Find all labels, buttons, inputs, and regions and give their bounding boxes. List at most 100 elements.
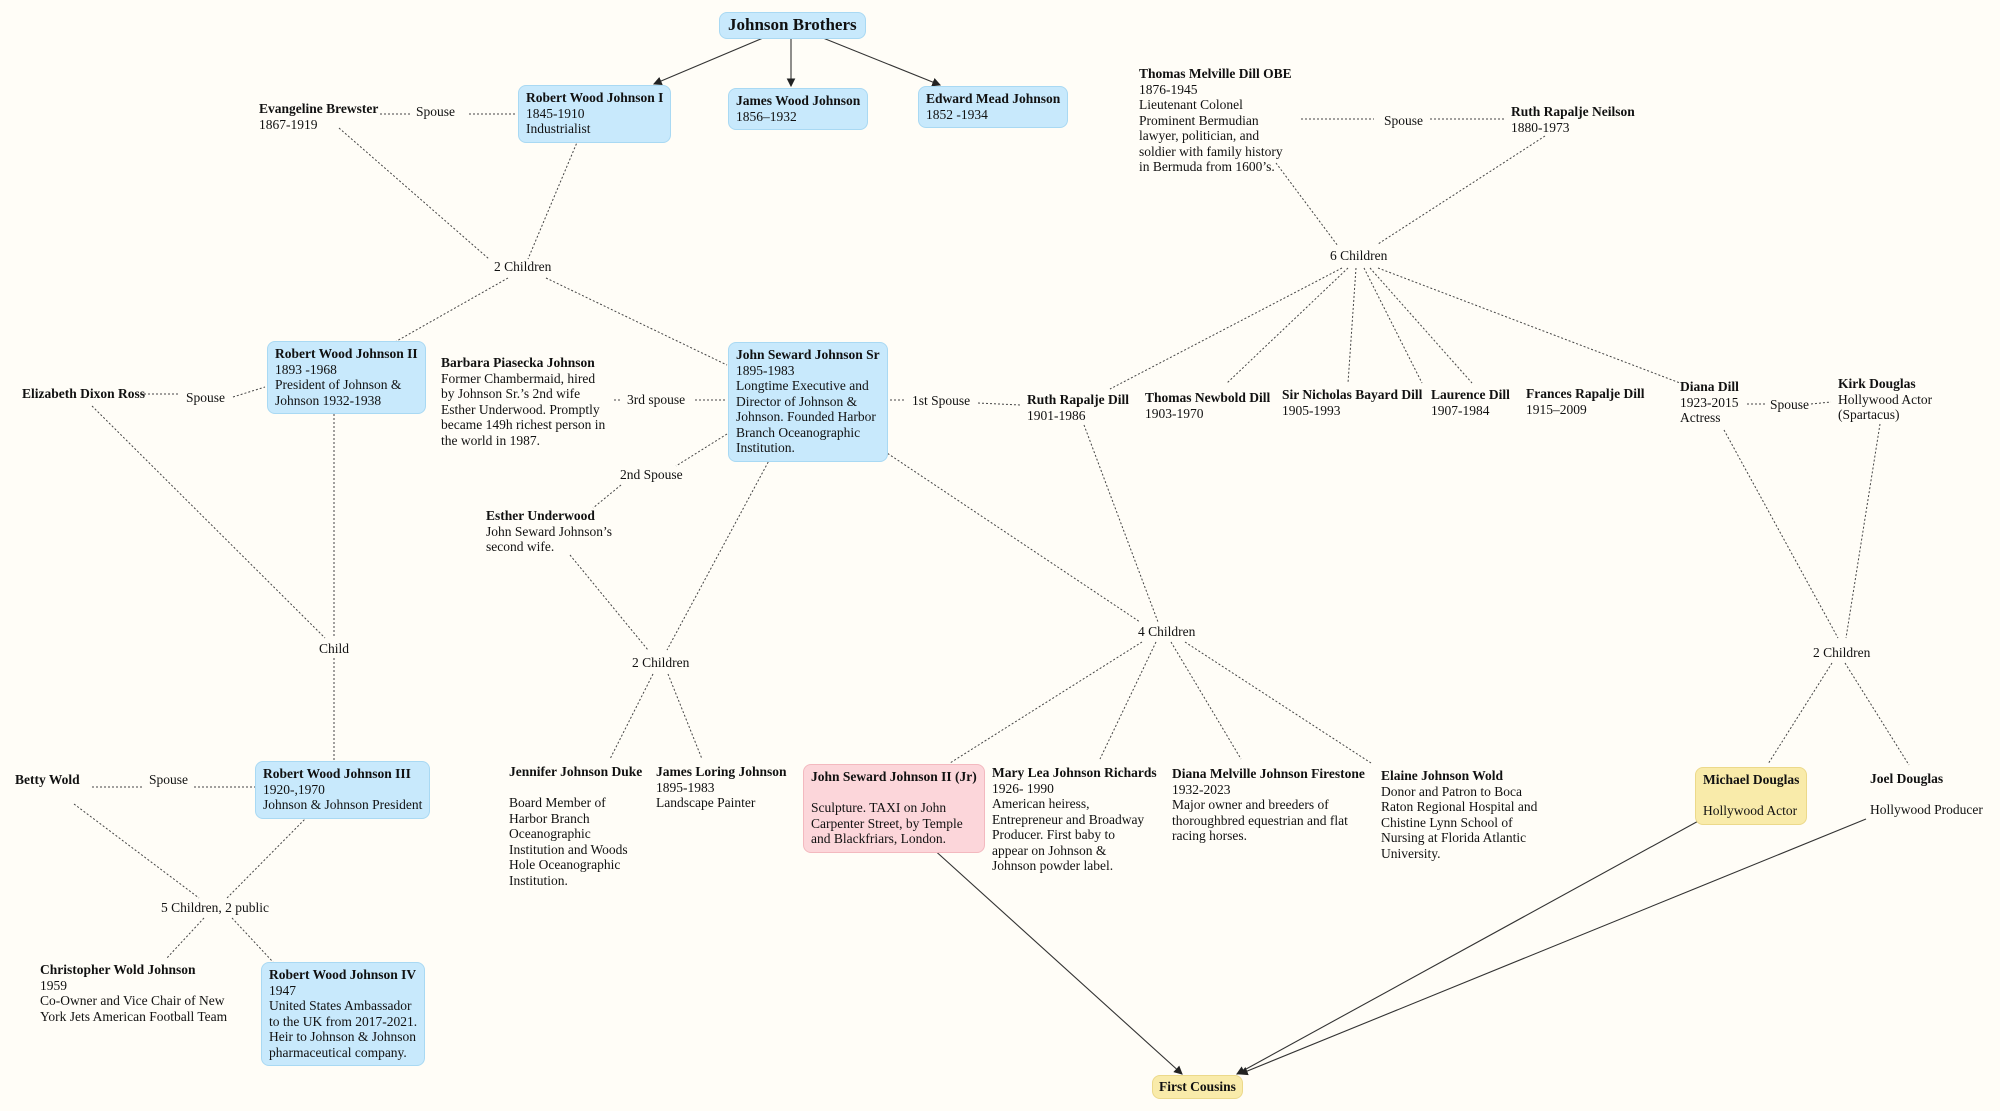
person-detail: by Johnson Sr.’s 2nd wife <box>441 386 581 401</box>
person-detail: Prominent Bermudian <box>1139 112 1259 128</box>
person-name: James Wood Johnson <box>736 93 861 108</box>
person-detail: and Blackfriars, London. <box>811 831 946 846</box>
person-detail: Branch Oceanographic <box>736 424 861 440</box>
relationship-line <box>949 641 1143 764</box>
person-name: Esther Underwood <box>486 508 595 523</box>
relation-label-children-rwj1: 2 Children <box>494 259 552 274</box>
person-detail: Actress <box>1680 410 1721 425</box>
arrow-connector <box>652 37 764 86</box>
person-detail: 1903-1970 <box>1145 405 1204 421</box>
relationship-line <box>977 402 1021 406</box>
relationship-line <box>880 448 1141 623</box>
person-detail: (Spartacus) <box>1838 407 1900 422</box>
person-detail <box>1870 787 1983 803</box>
person-detail: Co-Owner and Vice Chair of New <box>40 993 225 1008</box>
person-name: Christopher Wold Johnson <box>40 962 196 977</box>
person-detail: Hollywood Producer <box>1870 802 1983 817</box>
person-name: Robert Wood Johnson III <box>263 766 411 781</box>
relationship-line <box>91 405 326 639</box>
person-name: Evangeline Brewster <box>259 101 379 116</box>
person-detail: 1926- 1990 <box>992 780 1054 796</box>
person-name: Mary Lea Johnson Richards <box>992 765 1157 780</box>
person-name: Betty Wold <box>15 772 80 787</box>
person-detail: Industrialist <box>526 121 591 136</box>
person-detail: University. <box>1381 845 1441 861</box>
person-detail: second wife. <box>486 539 555 554</box>
relationship-line <box>667 673 703 760</box>
person-detail: 1915–2009 <box>1526 401 1587 417</box>
person-detail <box>811 785 977 801</box>
person-detail: 1895-1983 <box>736 362 795 378</box>
relation-label-children-rwj3: 5 Children, 2 public <box>161 900 269 915</box>
person-detail: 1880-1973 <box>1511 119 1570 135</box>
person-node-cousins[interactable]: First Cousins <box>1152 1075 1243 1099</box>
person-detail: Esther Underwood. Promptly <box>441 401 600 417</box>
person-detail <box>1703 788 1799 804</box>
person-detail: Director of Johnson & <box>736 393 858 409</box>
relationship-line <box>1810 401 1832 405</box>
relationship-line <box>1377 135 1546 245</box>
person-detail: Sculpture. TAXI on John <box>811 800 947 815</box>
relation-label-children-dill: 6 Children <box>1330 248 1388 263</box>
relationship-line <box>232 386 266 398</box>
person-detail: President of Johnson & <box>275 377 402 392</box>
relationship-line <box>666 454 773 651</box>
person-name: Jennifer Johnson Duke <box>509 764 643 779</box>
person-detail: Institution. <box>736 440 795 455</box>
person-detail: 1852 -1934 <box>926 106 988 122</box>
relationship-line <box>592 484 622 509</box>
person-detail: Johnson powder label. <box>992 858 1114 873</box>
person-detail: Donor and Patron to Boca <box>1381 783 1522 799</box>
person-name: John Seward Johnson II (Jr) <box>811 769 977 784</box>
person-detail: Hollywood Actor <box>1838 391 1933 407</box>
person-detail: Institution. <box>509 872 568 888</box>
person-detail: 1932-2023 <box>1172 781 1231 797</box>
person-detail: Institution and Woods <box>509 841 628 857</box>
person-detail: Chistine Lynn School of <box>1381 814 1513 830</box>
person-name: Joel Douglas <box>1870 771 1944 786</box>
person-name: Elizabeth Dixon Ross <box>22 386 146 401</box>
relationship-line <box>231 917 274 963</box>
person-name: Kirk Douglas <box>1838 376 1916 391</box>
relationship-line <box>1170 641 1242 760</box>
arrow-connector <box>930 846 1183 1075</box>
person-detail: 1856–1932 <box>736 108 797 124</box>
relationship-line <box>1723 429 1839 639</box>
person-detail: became 149h richest person in <box>441 417 606 432</box>
person-detail: in Bermuda from 1600’s. <box>1139 159 1275 174</box>
relationship-line <box>165 917 205 960</box>
relationship-line <box>338 127 490 260</box>
person-name: Robert Wood Johnson IV <box>269 967 417 982</box>
arrow-connector <box>1238 818 1867 1076</box>
person-detail: 1947 <box>269 982 296 998</box>
person-name: Diana Melville Johnson Firestone <box>1172 766 1365 781</box>
relation-label-children-douglas: 2 Children <box>1813 645 1871 660</box>
johnson-brothers-title[interactable]: Johnson Brothers <box>719 12 866 39</box>
person-name: Elaine Johnson Wold <box>1381 768 1504 783</box>
person-detail: American heiress, <box>992 796 1090 811</box>
relationship-line <box>609 673 654 760</box>
relationship-line <box>1845 423 1881 639</box>
person-node-jsj2[interactable]: John Seward Johnson II (Jr) Sculpture. TA… <box>803 764 985 853</box>
person-detail: 1901-1986 <box>1027 407 1086 423</box>
person-name: John Seward Johnson Sr <box>736 347 880 362</box>
relation-label-spouse-diana: Spouse <box>1770 397 1810 412</box>
person-detail: thoroughbred equestrian and flat <box>1172 812 1348 828</box>
